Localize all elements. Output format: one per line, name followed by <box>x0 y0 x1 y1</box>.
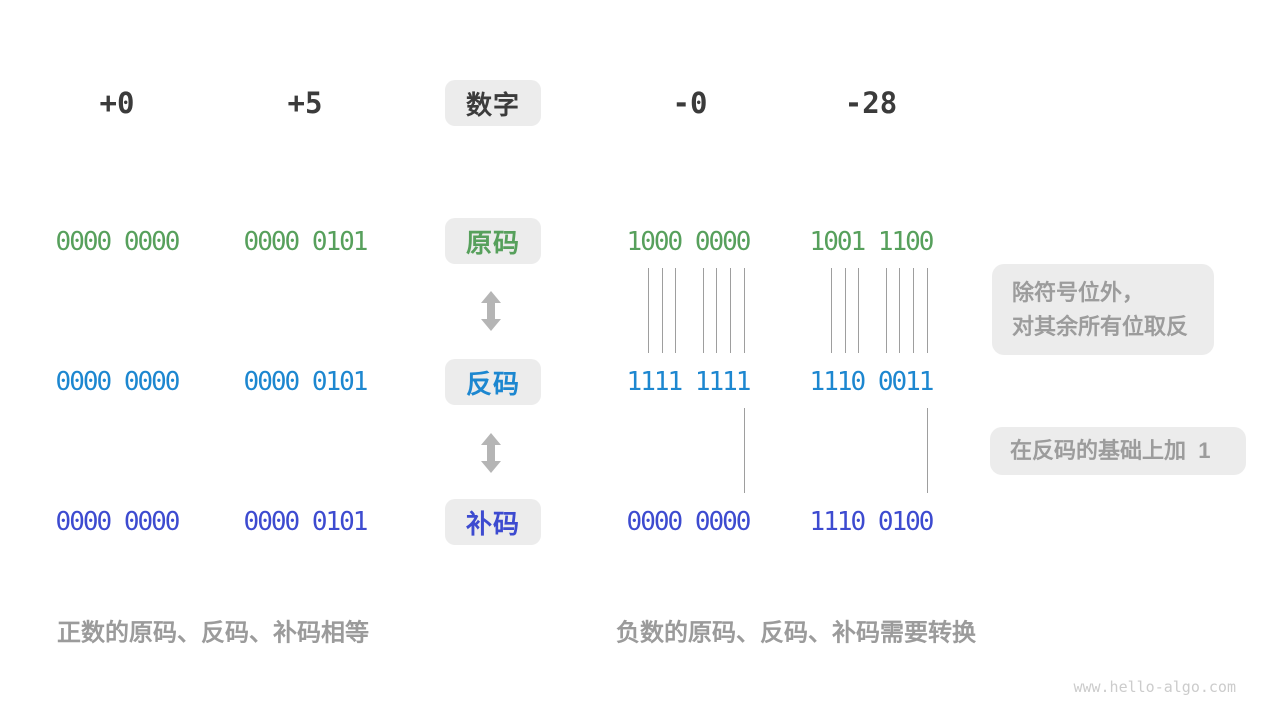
connector-tick <box>744 268 745 353</box>
twos-complement-value-minus28: 1110 0100 <box>809 507 935 537</box>
badge-twos-complement-label: 补码 <box>465 508 520 539</box>
connector-tick <box>675 268 676 353</box>
twos-complement-value-plus5: 0000 0101 <box>243 507 369 537</box>
ones-complement-value-plus0: 0000 0000 <box>55 367 181 397</box>
connector-tick <box>886 268 887 353</box>
ones-complement-value-minus28: 1110 0011 <box>809 367 935 397</box>
note-add-one-text: 在反码的基础上加 1 <box>1010 438 1211 463</box>
header-number-minus-0: -0 <box>672 86 708 120</box>
connector-tick <box>648 268 649 353</box>
add-one-connector-line-minus0 <box>744 408 745 493</box>
badge-number-label: 数字 <box>465 89 520 120</box>
sign-magnitude-value-plus5: 0000 0101 <box>243 227 369 257</box>
connector-tick <box>716 268 717 353</box>
ones-complement-value-minus0: 1111 1111 <box>626 367 752 397</box>
badge-twos-complement: 补码 <box>445 499 541 545</box>
badge-ones-complement-label: 反码 <box>465 368 520 399</box>
sign-magnitude-value-minus28: 1001 1100 <box>809 227 935 257</box>
badge-ones-complement: 反码 <box>445 359 541 405</box>
connector-tick <box>831 268 832 353</box>
add-one-connector-line-minus28 <box>927 408 928 493</box>
connector-tick <box>730 268 731 353</box>
twos-complement-value-plus0: 0000 0000 <box>55 507 181 537</box>
caption-negative-numbers: 负数的原码、反码、补码需要转换 <box>616 619 976 647</box>
connector-tick <box>927 268 928 353</box>
sign-magnitude-value-plus0: 0000 0000 <box>55 227 181 257</box>
connector-tick <box>662 268 663 353</box>
sign-magnitude-value-minus0: 1000 0000 <box>626 227 752 257</box>
connector-tick <box>703 268 704 353</box>
note-flip-bits: 除符号位外， 对其余所有位取反 <box>992 264 1214 355</box>
badge-number: 数字 <box>445 80 541 126</box>
note-flip-bits-line1: 除符号位外， <box>1012 279 1145 305</box>
header-number-plus-5: +5 <box>287 86 323 120</box>
twos-complement-value-minus0: 0000 0000 <box>626 507 752 537</box>
connector-tick <box>858 268 859 353</box>
badge-sign-magnitude-label: 原码 <box>465 227 520 258</box>
up-down-arrow-icon <box>481 433 501 473</box>
note-flip-bits-line2: 对其余所有位取反 <box>1012 313 1189 339</box>
header-number-minus-28: -28 <box>844 86 898 120</box>
connector-tick <box>845 268 846 353</box>
badge-sign-magnitude: 原码 <box>445 218 541 264</box>
up-down-arrow-icon <box>481 291 501 331</box>
connector-tick <box>899 268 900 353</box>
note-add-one: 在反码的基础上加 1 <box>990 427 1246 475</box>
header-number-plus-0: +0 <box>99 86 135 120</box>
watermark-url: www.hello-algo.com <box>1073 678 1236 696</box>
connector-tick <box>913 268 914 353</box>
ones-complement-value-plus5: 0000 0101 <box>243 367 369 397</box>
caption-positive-numbers: 正数的原码、反码、补码相等 <box>57 619 369 647</box>
